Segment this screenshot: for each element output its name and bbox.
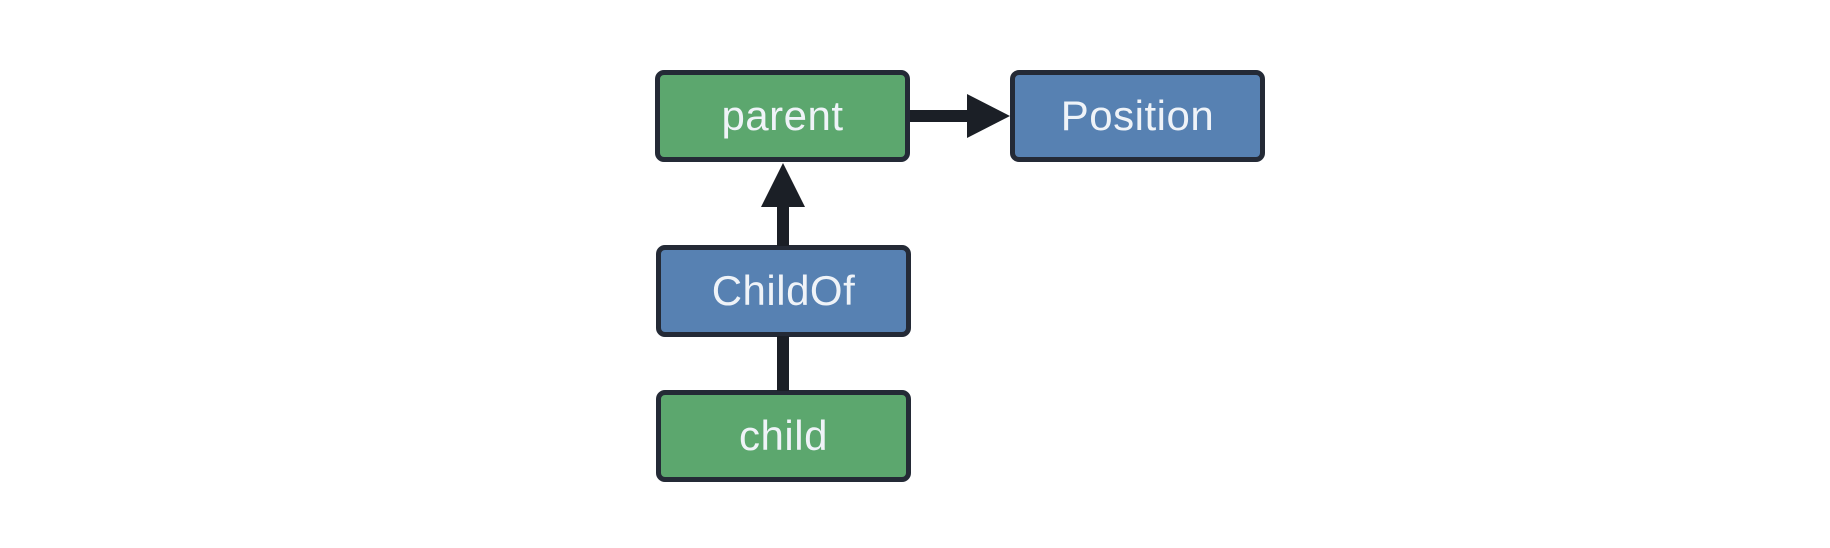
edge-childof-parent-arrowhead-icon: [761, 163, 805, 207]
edge-parent-position-arrowhead-icon: [967, 94, 1010, 138]
node-child-label: child: [739, 412, 828, 459]
node-child: child: [656, 390, 911, 482]
node-childof-label: ChildOf: [711, 267, 856, 314]
node-position-label: Position: [1060, 92, 1215, 139]
node-parent-label: parent: [721, 92, 844, 139]
node-parent: parent: [655, 70, 910, 162]
edge-childof-parent-stem: [777, 205, 789, 246]
node-position: Position: [1010, 70, 1265, 162]
node-childof: ChildOf: [656, 245, 911, 337]
edge-parent-position-stem: [910, 110, 968, 122]
edge-child-childof-line: [777, 336, 789, 391]
